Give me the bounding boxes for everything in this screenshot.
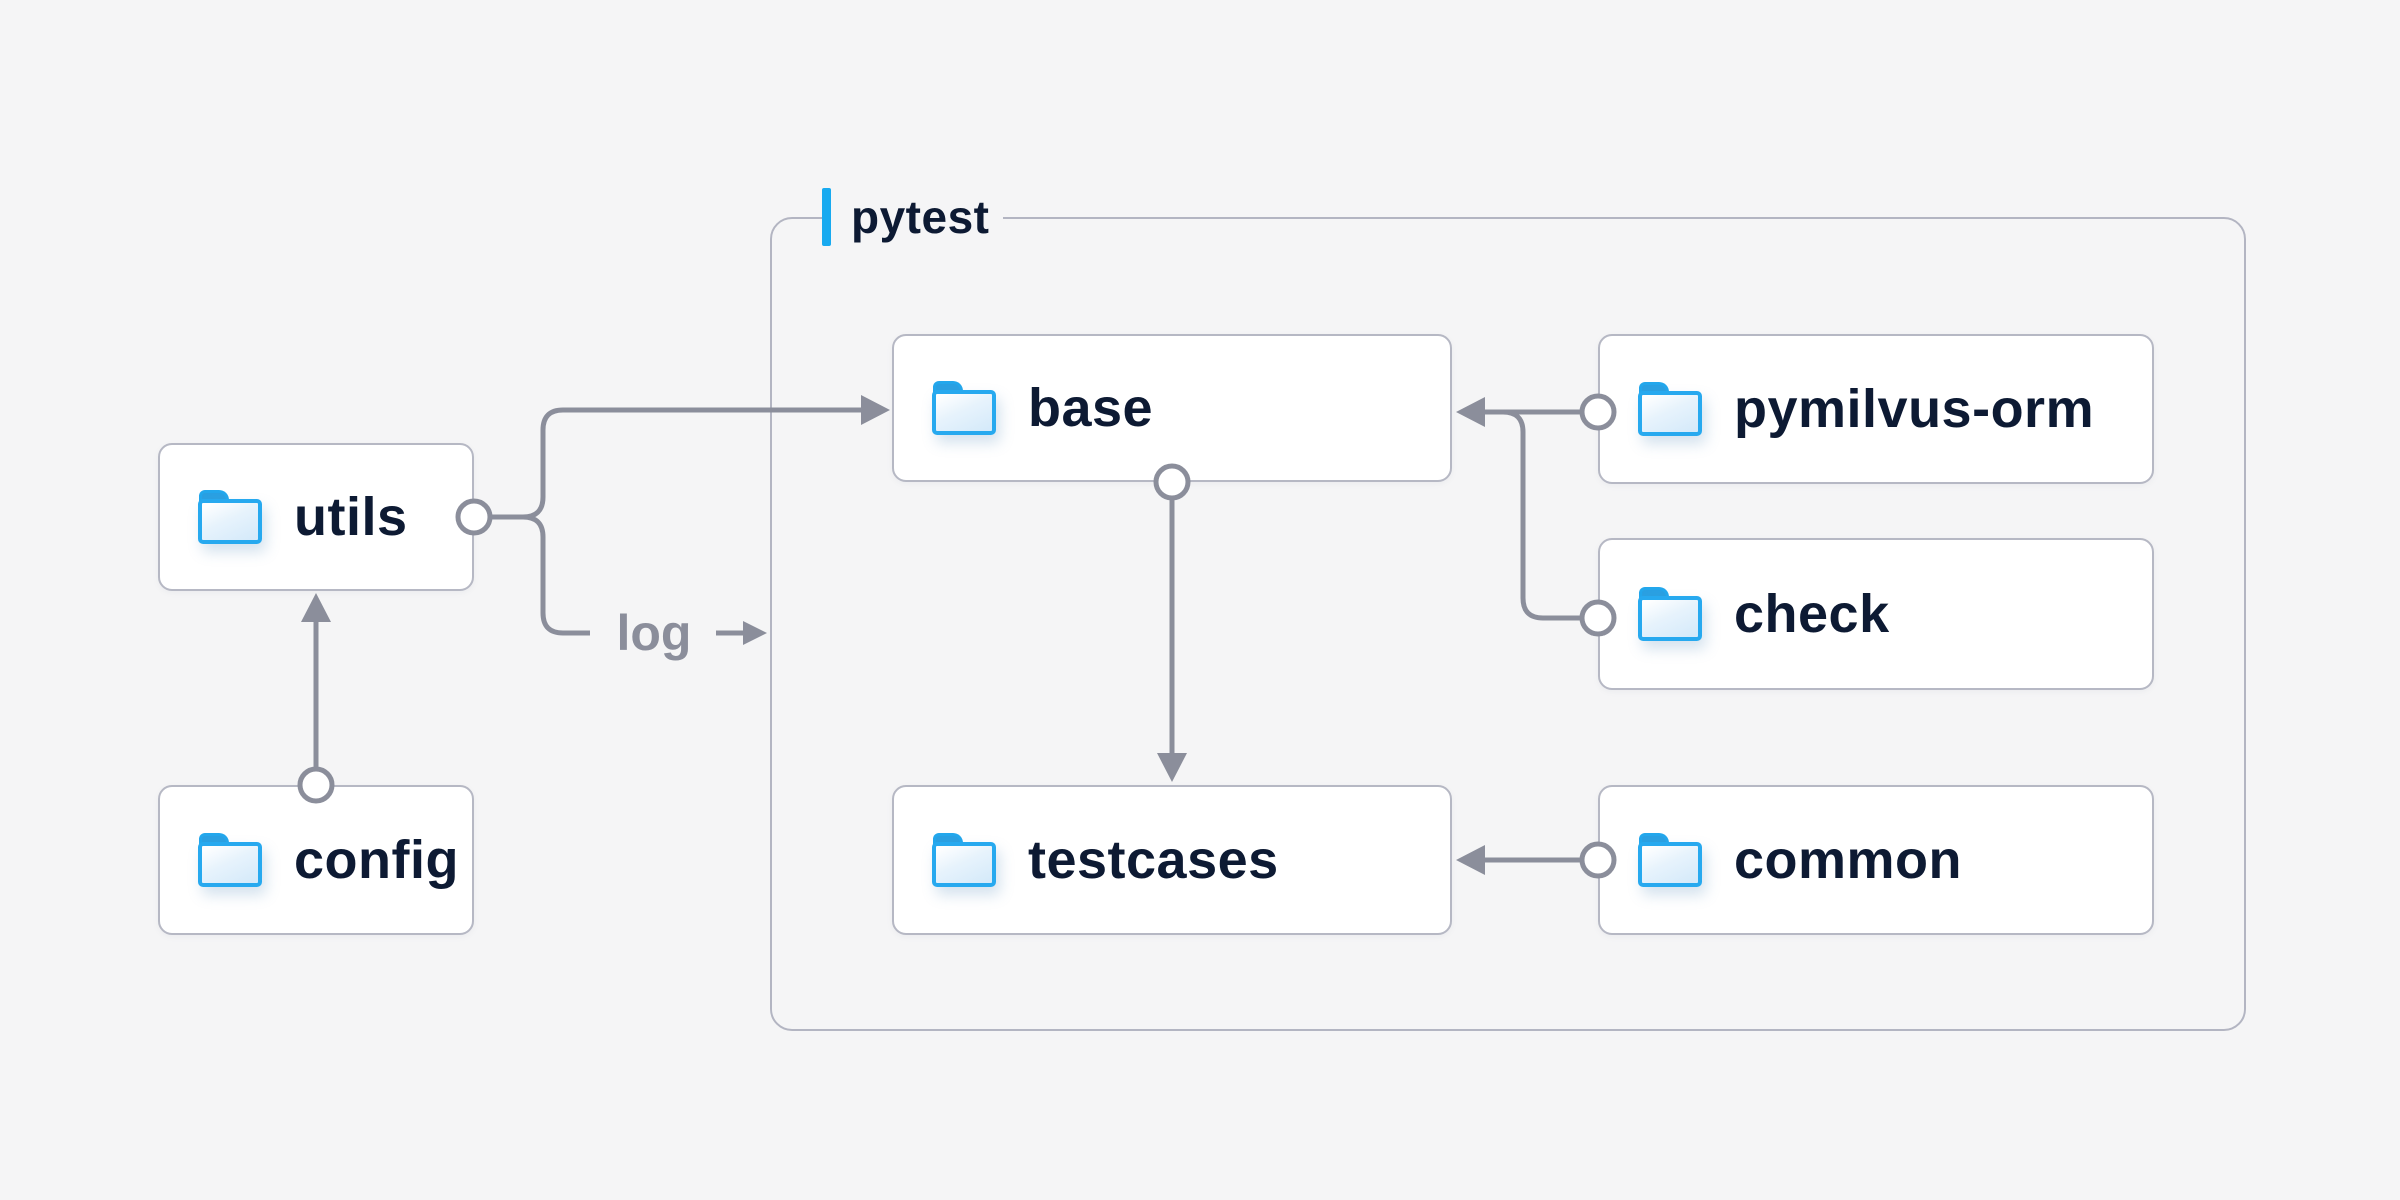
node-base: base — [892, 334, 1452, 482]
node-config: config — [158, 785, 474, 935]
node-label-check: check — [1734, 584, 1890, 644]
pytest-group-label: pytest — [822, 186, 1004, 248]
node-testcases: testcases — [892, 785, 1452, 935]
folder-icon — [198, 833, 262, 887]
folder-icon — [932, 381, 996, 435]
folder-icon — [1638, 587, 1702, 641]
node-common: common — [1598, 785, 2154, 935]
node-label-config: config — [294, 830, 459, 890]
node-label-base: base — [1028, 378, 1154, 438]
node-label-common: common — [1734, 830, 1963, 890]
accent-bar-icon — [822, 188, 831, 246]
edge-config-to-utils — [297, 593, 335, 804]
folder-icon — [932, 833, 996, 887]
node-pymilvus-orm: pymilvus-orm — [1598, 334, 2154, 484]
node-utils: utils — [158, 443, 474, 591]
folder-icon — [1638, 833, 1702, 887]
edge-label-log: log — [616, 605, 692, 661]
node-label-utils: utils — [294, 487, 408, 547]
node-label-testcases: testcases — [1028, 830, 1279, 890]
folder-icon — [1638, 382, 1702, 436]
group-title: pytest — [851, 191, 990, 243]
node-check: check — [1598, 538, 2154, 690]
folder-icon — [198, 490, 262, 544]
node-label-pymilvus-orm: pymilvus-orm — [1734, 379, 2095, 439]
pytest-group-container — [770, 217, 2246, 1031]
